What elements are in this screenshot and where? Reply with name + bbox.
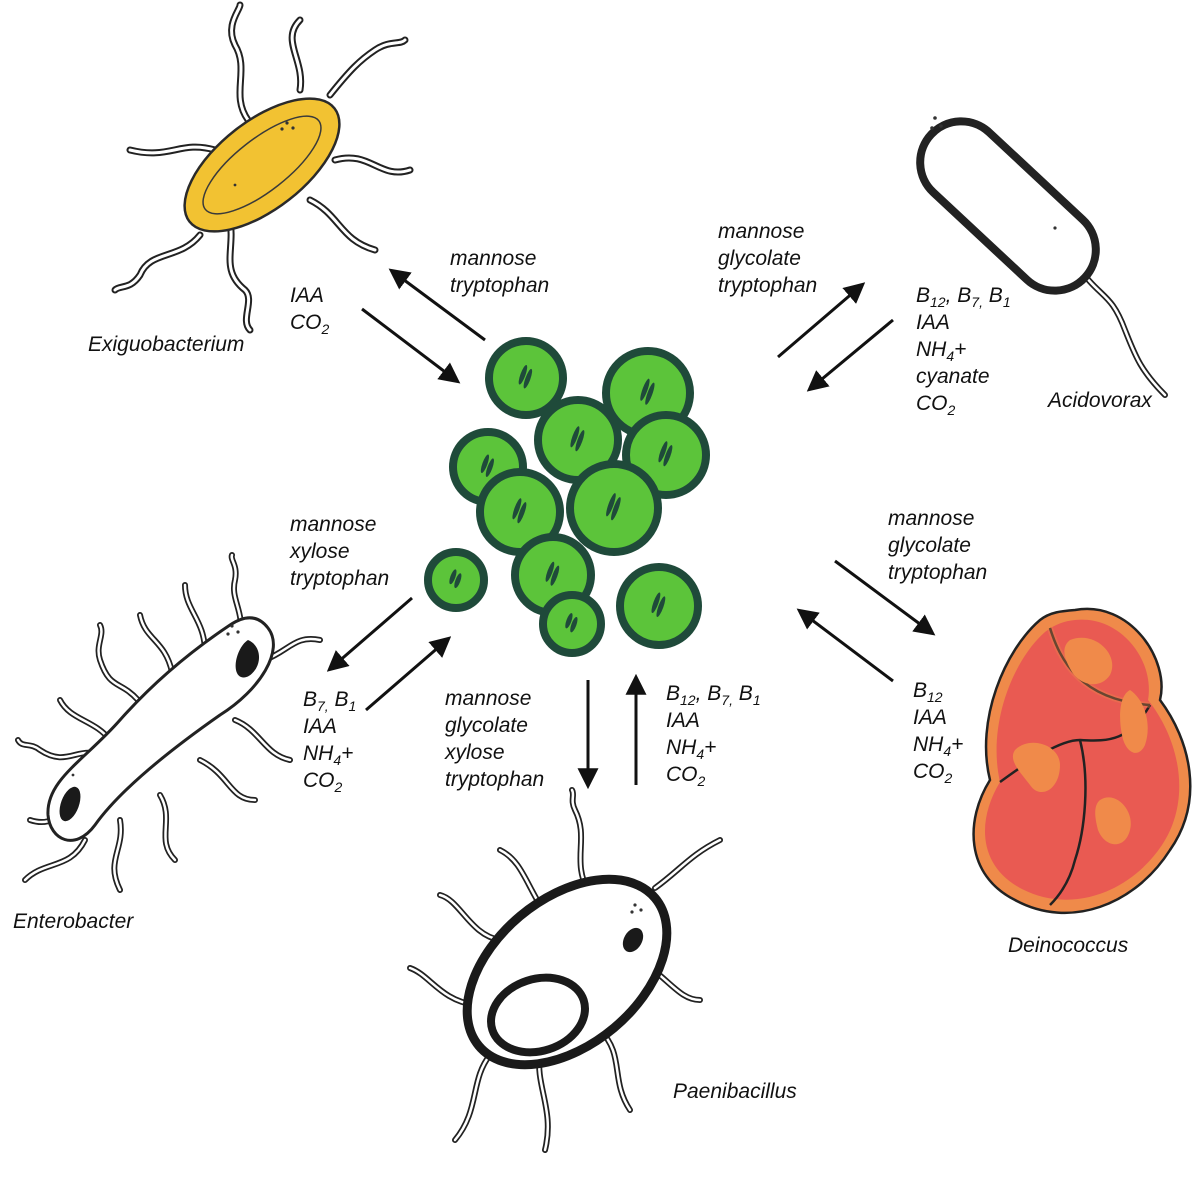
chloroplast-mark: [512, 498, 522, 520]
exchange-item: tryptophan: [290, 567, 390, 590]
exchange-item: CO2: [913, 760, 953, 786]
acidovorax-cell: [916, 116, 1168, 398]
organism-name-enterobacter: Enterobacter: [13, 910, 134, 933]
deinococcus-from-algae-label: mannose glycolate tryptophan: [888, 505, 987, 586]
chloroplast-mark: [663, 445, 673, 467]
arrow-algae-to-enterobacter: [326, 596, 413, 672]
exchange-item: mannose: [445, 687, 532, 710]
acidovorax-from-algae-label: mannose glycolate tryptophan: [718, 218, 817, 299]
chloroplast-mark: [606, 493, 616, 517]
chloroplast-mark: [656, 596, 666, 617]
chloroplast-mark: [449, 569, 457, 585]
exiguobacterium-to-algae-label: IAA CO2: [290, 282, 329, 336]
chloroplast-mark: [611, 497, 621, 521]
exchange-item: IAA: [913, 706, 947, 729]
chloroplast-mark: [570, 426, 580, 448]
chloroplast-mark: [480, 454, 490, 474]
chloroplast-mark: [550, 565, 560, 586]
exchange-item: CO2: [916, 392, 956, 418]
exchange-item: B7, B1: [303, 688, 357, 714]
arrow-deinococcus-to-algae: [796, 608, 894, 683]
exchange-item: IAA: [303, 715, 337, 738]
chloroplast-mark: [485, 458, 494, 477]
chloroplast-mark: [645, 382, 655, 405]
chloroplast-mark: [454, 573, 462, 589]
exchange-item: glycolate: [888, 534, 971, 557]
algae-cluster: [424, 337, 710, 657]
exchange-item: IAA: [290, 284, 324, 307]
exchange-item: xylose: [445, 741, 505, 764]
deinococcus-cell: [972, 607, 1192, 914]
organism-name-paenibacillus: Paenibacillus: [673, 1080, 797, 1103]
organism-name-acidovorax: Acidovorax: [1048, 389, 1152, 412]
arrow-enterobacter-to-algae: [365, 636, 452, 712]
enterobacter-from-algae-label: mannose xylose tryptophan: [290, 511, 389, 592]
exchange-item: tryptophan: [718, 274, 818, 297]
arrow-algae-to-exiguobacterium: [388, 268, 486, 342]
exchange-item: B12: [913, 679, 943, 705]
chloroplast-mark: [565, 613, 573, 629]
chloroplast-mark: [518, 364, 528, 385]
exchange-item: NH4+: [913, 733, 964, 759]
arrow-acidovorax-to-algae: [806, 318, 894, 392]
exchange-item: glycolate: [718, 247, 801, 270]
exchange-item: tryptophan: [445, 768, 545, 791]
paenibacillus-cell: [407, 787, 723, 1153]
exchange-item: glycolate: [445, 714, 528, 737]
chloroplast-mark: [651, 592, 661, 614]
exchange-item: mannose: [450, 247, 537, 270]
exchange-item: tryptophan: [888, 561, 988, 584]
exchange-item: NH4+: [303, 742, 354, 768]
chloroplast-mark: [570, 617, 578, 633]
paenibacillus-from-algae-label: mannose glycolate xylose tryptophan: [445, 685, 544, 793]
exchange-item: B12, B7, B1: [666, 682, 761, 708]
chloroplast-mark: [545, 561, 555, 582]
exchange-item: mannose: [290, 513, 377, 536]
arrow-algae-to-deinococcus: [834, 559, 936, 636]
exchange-item: B12, B7, B1: [916, 284, 1011, 310]
chloroplast-mark: [523, 368, 533, 389]
exchange-item: tryptophan: [450, 274, 550, 297]
exchange-item: IAA: [916, 311, 950, 334]
arrow-exiguobacterium-to-algae: [361, 307, 461, 384]
organism-name-deinococcus: Deinococcus: [1008, 934, 1129, 957]
exiguobacterium-cell: [111, 1, 414, 334]
exchange-item: CO2: [303, 769, 343, 795]
exchange-item: mannose: [718, 220, 805, 243]
exiguobacterium-from-algae-label: mannose tryptophan: [450, 245, 549, 299]
enterobacter-cell: [15, 552, 323, 893]
chloroplast-mark: [575, 430, 585, 452]
arrow-algae-to-acidovorax: [777, 282, 866, 359]
exchange-item: mannose: [888, 507, 975, 530]
exchange-item: NH4+: [666, 736, 717, 762]
chloroplast-mark: [517, 502, 527, 524]
exchange-item: xylose: [290, 540, 350, 563]
chloroplast-mark: [658, 441, 668, 463]
exchange-item: NH4+: [916, 338, 967, 364]
chloroplast-mark: [640, 378, 650, 401]
organism-name-exiguobacterium: Exiguobacterium: [88, 333, 245, 356]
exchange-item: CO2: [666, 763, 706, 789]
exchange-arrows: [326, 268, 936, 790]
exchange-item: CO2: [290, 311, 330, 337]
exchange-item: cyanate: [916, 365, 990, 388]
exchange-item: IAA: [666, 709, 700, 732]
